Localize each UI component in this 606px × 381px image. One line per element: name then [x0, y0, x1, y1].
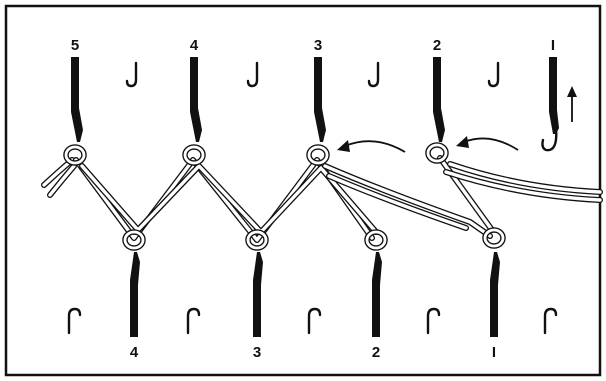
bottom-needle-2 [372, 252, 382, 337]
top-needle-2 [433, 57, 445, 142]
bottom-hook-5 [543, 307, 558, 335]
left-arrow-icon [337, 140, 406, 153]
top-hook-1 [125, 61, 138, 88]
top-loops [63, 142, 449, 166]
top-number-4: 4 [190, 37, 199, 54]
top-hook-3 [367, 61, 380, 88]
top-hook-2 [246, 61, 259, 88]
top-number-5: 5 [71, 37, 79, 54]
bottom-number-3: 3 [253, 344, 261, 361]
bottom-number-2: 2 [372, 344, 380, 361]
bottom-needle-1 [490, 252, 500, 337]
bottom-hook-1 [67, 307, 82, 335]
top-number-1: I [551, 37, 555, 54]
bottom-hook-3 [307, 307, 322, 335]
bottom-needle-4 [130, 252, 140, 337]
top-number-3: 3 [314, 37, 322, 54]
up-arrow-icon [567, 86, 577, 122]
bottom-number-1: I [492, 344, 496, 361]
left-arrow-icon [456, 136, 519, 151]
top-needle-4 [190, 57, 202, 142]
top-number-2: 2 [433, 37, 441, 54]
bottom-needle-3 [253, 252, 263, 337]
yarn-path [41, 155, 603, 243]
top-hook-4 [487, 61, 500, 88]
top-needle-3 [314, 57, 326, 142]
bottom-number-4: 4 [130, 344, 139, 361]
bottom-hook-4 [426, 307, 441, 335]
top-needle-5 [71, 57, 83, 142]
top-needle-1 [541, 57, 559, 152]
bottom-hook-2 [186, 307, 201, 335]
bottom-loops [122, 227, 506, 251]
